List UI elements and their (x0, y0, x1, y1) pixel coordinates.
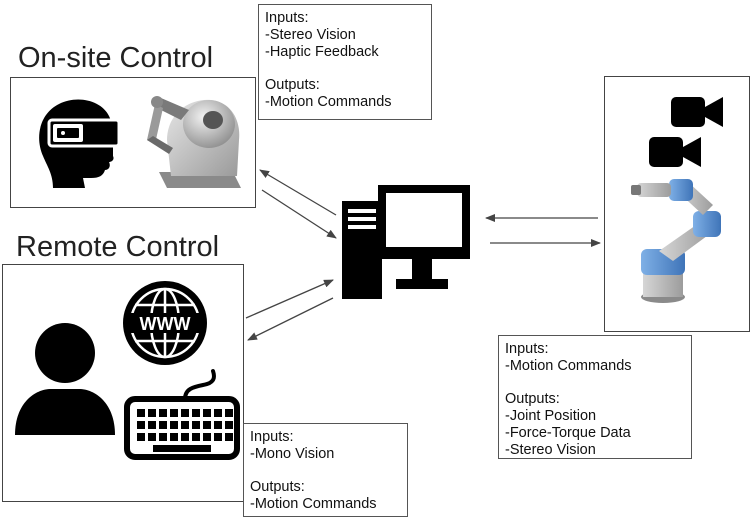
robot-output-3: -Stereo Vision (505, 442, 596, 458)
desktop-computer-icon (342, 185, 470, 299)
remote-output-1: -Motion Commands (250, 496, 377, 512)
robot-io-note: Inputs: -Motion Commands Outputs: -Joint… (498, 335, 692, 459)
onsite-outputs-label: Outputs: (265, 77, 320, 93)
robot-inputs-label: Inputs: (505, 341, 549, 357)
remote-title: Remote Control (16, 231, 220, 263)
keyboard-icon (124, 369, 240, 460)
robot-panel (604, 76, 750, 332)
robot-output-2: -Force-Torque Data (505, 425, 631, 441)
remote-panel: WWW (2, 264, 244, 502)
arrow-computer-to-remote (247, 297, 334, 341)
onsite-output-1: -Motion Commands (265, 94, 392, 110)
remote-inputs-label: Inputs: (250, 429, 294, 445)
arrow-onsite-to-computer (261, 189, 337, 239)
vr-headset-head-icon (39, 99, 121, 188)
remote-input-1: -Mono Vision (250, 446, 335, 462)
globe-www-icon: WWW (123, 281, 207, 365)
globe-www-text: WWW (140, 314, 191, 334)
robot-arm-icon (631, 179, 721, 303)
arrow-computer-to-onsite (259, 169, 337, 216)
onsite-input-1: -Stereo Vision (265, 27, 356, 43)
robot-input-1: -Motion Commands (505, 358, 632, 374)
video-camera-icon (649, 137, 701, 167)
onsite-title: On-site Control (18, 42, 214, 74)
onsite-io-note: Inputs: -Stereo Vision -Haptic Feedback … (258, 4, 432, 120)
robot-outputs-label: Outputs: (505, 391, 560, 407)
onsite-input-2: -Haptic Feedback (265, 44, 379, 60)
video-camera-icon (671, 97, 723, 127)
arrow-remote-to-computer (245, 279, 334, 319)
user-icon (15, 323, 115, 435)
remote-outputs-label: Outputs: (250, 479, 305, 495)
haptic-device-icon (147, 96, 241, 188)
onsite-panel (10, 77, 256, 208)
onsite-inputs-label: Inputs: (265, 10, 309, 26)
remote-io-note: Inputs: -Mono Vision Outputs: -Motion Co… (243, 423, 408, 517)
robot-output-1: -Joint Position (505, 408, 597, 424)
